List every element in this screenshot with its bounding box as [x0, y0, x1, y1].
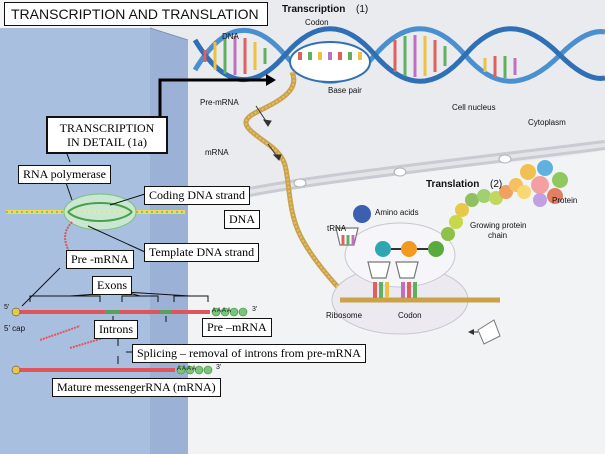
ribosome-label: Ribosome: [326, 311, 363, 320]
coding-strand-label: Coding DNA strand: [144, 186, 250, 205]
template-strand-label: Template DNA strand: [144, 243, 260, 262]
exit-trna: [477, 319, 501, 345]
three-prime-1: 3': [252, 306, 258, 313]
polyA-2: [176, 365, 213, 375]
page-title: TRANSCRIPTION AND TRANSLATION: [4, 2, 268, 26]
splicing-label: Splicing – removal of introns from pre-m…: [132, 344, 366, 363]
transcription-number: (1): [356, 4, 369, 15]
pre-mrna-label-top: Pre-mRNA: [200, 98, 239, 107]
transcription-detail-box: TRANSCRIPTION IN DETAIL (1a): [46, 116, 168, 154]
protein-folded: [517, 160, 568, 207]
pre-mrna-label-2: Pre –mRNA: [202, 318, 272, 337]
translation-number: (2): [490, 179, 503, 190]
codon-label-top: Codon: [305, 18, 329, 27]
codon-label-bottom: Codon: [398, 311, 422, 320]
exons-label: Exons: [92, 276, 132, 295]
dna-helix: [192, 26, 605, 84]
base-pair-label: Base pair: [328, 86, 362, 95]
five-prime-1: 5': [4, 304, 10, 311]
transcription-label: Transcription: [282, 4, 346, 15]
transcription-bubble: [289, 41, 371, 83]
mrna-label-top: mRNA: [205, 148, 229, 157]
amino-acid-free: [353, 205, 371, 223]
dna-label-top: DNA: [222, 32, 239, 41]
polyA-label-2: A A A A: [177, 366, 197, 372]
rna-polymerase-label: RNA polymerase: [18, 165, 111, 184]
detail-box-line1: TRANSCRIPTION: [59, 121, 155, 135]
cell-nucleus-label: Cell nucleus: [452, 103, 496, 112]
polyA-1: [211, 307, 248, 317]
cytoplasm-label: Cytoplasm: [528, 118, 566, 127]
cap-label: 5’ cap: [4, 324, 26, 333]
growing-chain-label-2: chain: [488, 231, 508, 240]
protein-label: Protein: [552, 196, 578, 205]
amino-acids-label: Amino acids: [375, 208, 419, 217]
growing-chain-label-1: Growing protein: [470, 221, 527, 230]
protein-chain: [441, 178, 523, 241]
introns-label: Introns: [94, 320, 138, 339]
three-prime-2: 3': [216, 364, 222, 371]
trna-label: tRNA: [327, 224, 347, 233]
base-pairs: [203, 35, 517, 78]
pre-mrna-label-1: Pre -mRNA: [66, 250, 134, 269]
detail-box-line2: IN DETAIL (1a): [67, 135, 147, 149]
cap-1: [11, 307, 21, 317]
polyA-label-1: A A A A: [212, 308, 232, 314]
dna-label-detail: DNA: [224, 210, 260, 229]
translation-label: Translation: [426, 179, 480, 190]
mature-mrna-label: Mature messengerRNA (mRNA): [52, 378, 221, 397]
